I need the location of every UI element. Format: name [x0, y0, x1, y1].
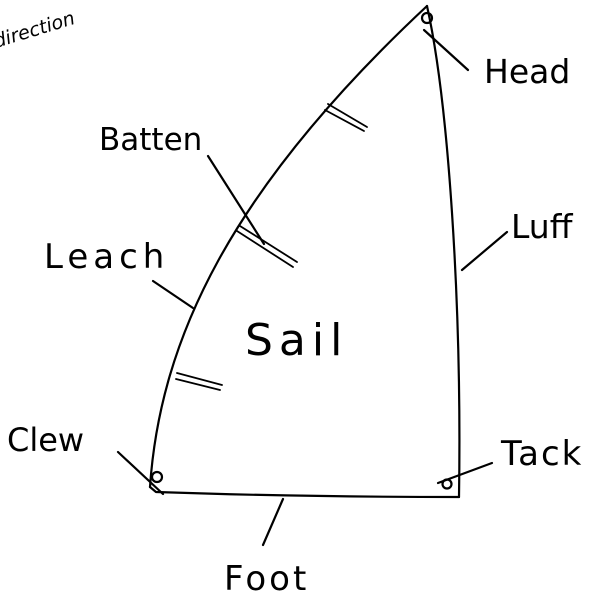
- batten-top: [324, 103, 368, 132]
- batten-middle: [236, 225, 298, 268]
- foot-label: Foot: [224, 559, 309, 597]
- tack-label: Tack: [500, 434, 583, 474]
- leach-edge: [148, 4, 429, 489]
- sail-label: Sail: [245, 315, 348, 366]
- leach-leader-line: [151, 279, 195, 310]
- batten-bottom: [175, 372, 223, 391]
- head-grommet: [420, 11, 434, 25]
- head-leader-line: [422, 28, 470, 72]
- batten-leader-line: [206, 154, 266, 246]
- batten-label: Batten: [99, 122, 202, 158]
- foot-edge: [148, 485, 461, 499]
- luff-label: Luff: [511, 207, 574, 246]
- direction-label: direction: [0, 7, 77, 53]
- foot-leader-line: [261, 497, 285, 547]
- head-label: Head: [484, 52, 570, 91]
- luff-edge: [425, 4, 461, 499]
- tack-leader-line: [436, 461, 494, 485]
- clew-grommet: [150, 470, 164, 484]
- clew-leader-line: [116, 450, 165, 496]
- clew-label: Clew: [7, 421, 84, 459]
- luff-leader-line: [460, 230, 509, 272]
- leach-label: Leach: [44, 237, 169, 277]
- sail-outline: [148, 4, 461, 499]
